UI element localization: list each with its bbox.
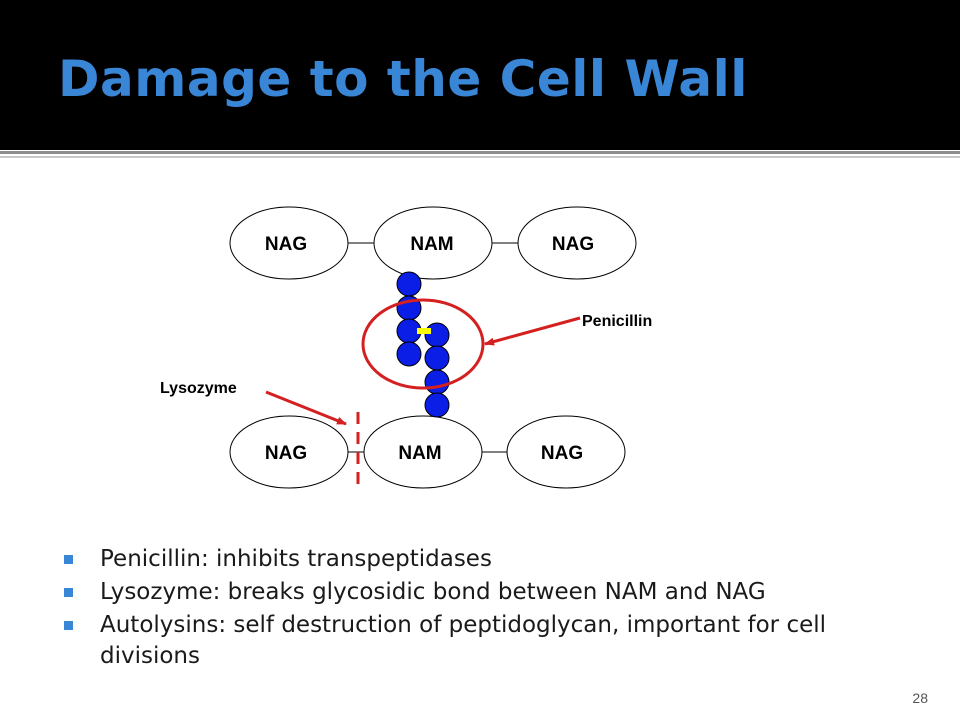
title-divider-light	[0, 156, 960, 158]
amino-acid-bead	[424, 392, 450, 418]
bullet-text: Lysozyme: breaks glycosidic bond between…	[100, 579, 766, 605]
penicillin-label: Penicillin	[582, 313, 652, 330]
title-bar: Damage to the Cell Wall	[0, 0, 960, 150]
bullet-item: Autolysins: self destruction of peptidog…	[62, 610, 922, 672]
bullet-list: Penicillin: inhibits transpeptidases Lys…	[62, 544, 922, 674]
amino-acid-bead	[424, 345, 450, 371]
nag-label: NAG	[265, 234, 307, 255]
bullet-text: Autolysins: self destruction of peptidog…	[100, 612, 827, 669]
nag-sugar-top-left	[229, 206, 349, 280]
nam-sugar-top	[373, 206, 493, 280]
nam-label: NAM	[398, 443, 441, 464]
nag-label: NAG	[541, 443, 583, 464]
nag-label: NAG	[552, 234, 594, 255]
nam-label: NAM	[410, 234, 453, 255]
amino-acid-bead	[396, 271, 422, 297]
amino-acid-bead	[396, 341, 422, 367]
transpeptidation-highlight-circle	[361, 298, 485, 390]
slide-title: Damage to the Cell Wall	[58, 50, 748, 108]
square-bullet-icon	[64, 621, 73, 630]
bullet-text: Penicillin: inhibits transpeptidases	[100, 546, 492, 572]
lysozyme-arrow	[265, 390, 347, 426]
lysozyme-label: Lysozyme	[160, 380, 237, 397]
bullet-item: Lysozyme: breaks glycosidic bond between…	[62, 577, 922, 608]
nag-sugar-top-right	[517, 206, 637, 280]
penicillin-arrow	[484, 316, 581, 346]
square-bullet-icon	[64, 588, 73, 597]
nam-sugar-bottom	[363, 415, 483, 489]
amino-acid-bead	[424, 322, 450, 348]
amino-acid-bead	[424, 369, 450, 395]
square-bullet-icon	[64, 555, 73, 564]
nag-sugar-bottom-right	[506, 415, 626, 489]
nag-sugar-bottom-left	[229, 415, 349, 489]
page-number: 28	[912, 690, 928, 706]
bullet-item: Penicillin: inhibits transpeptidases	[62, 544, 922, 575]
peptide-cross-link	[417, 328, 431, 334]
nag-label: NAG	[265, 443, 307, 464]
title-divider	[0, 151, 960, 154]
